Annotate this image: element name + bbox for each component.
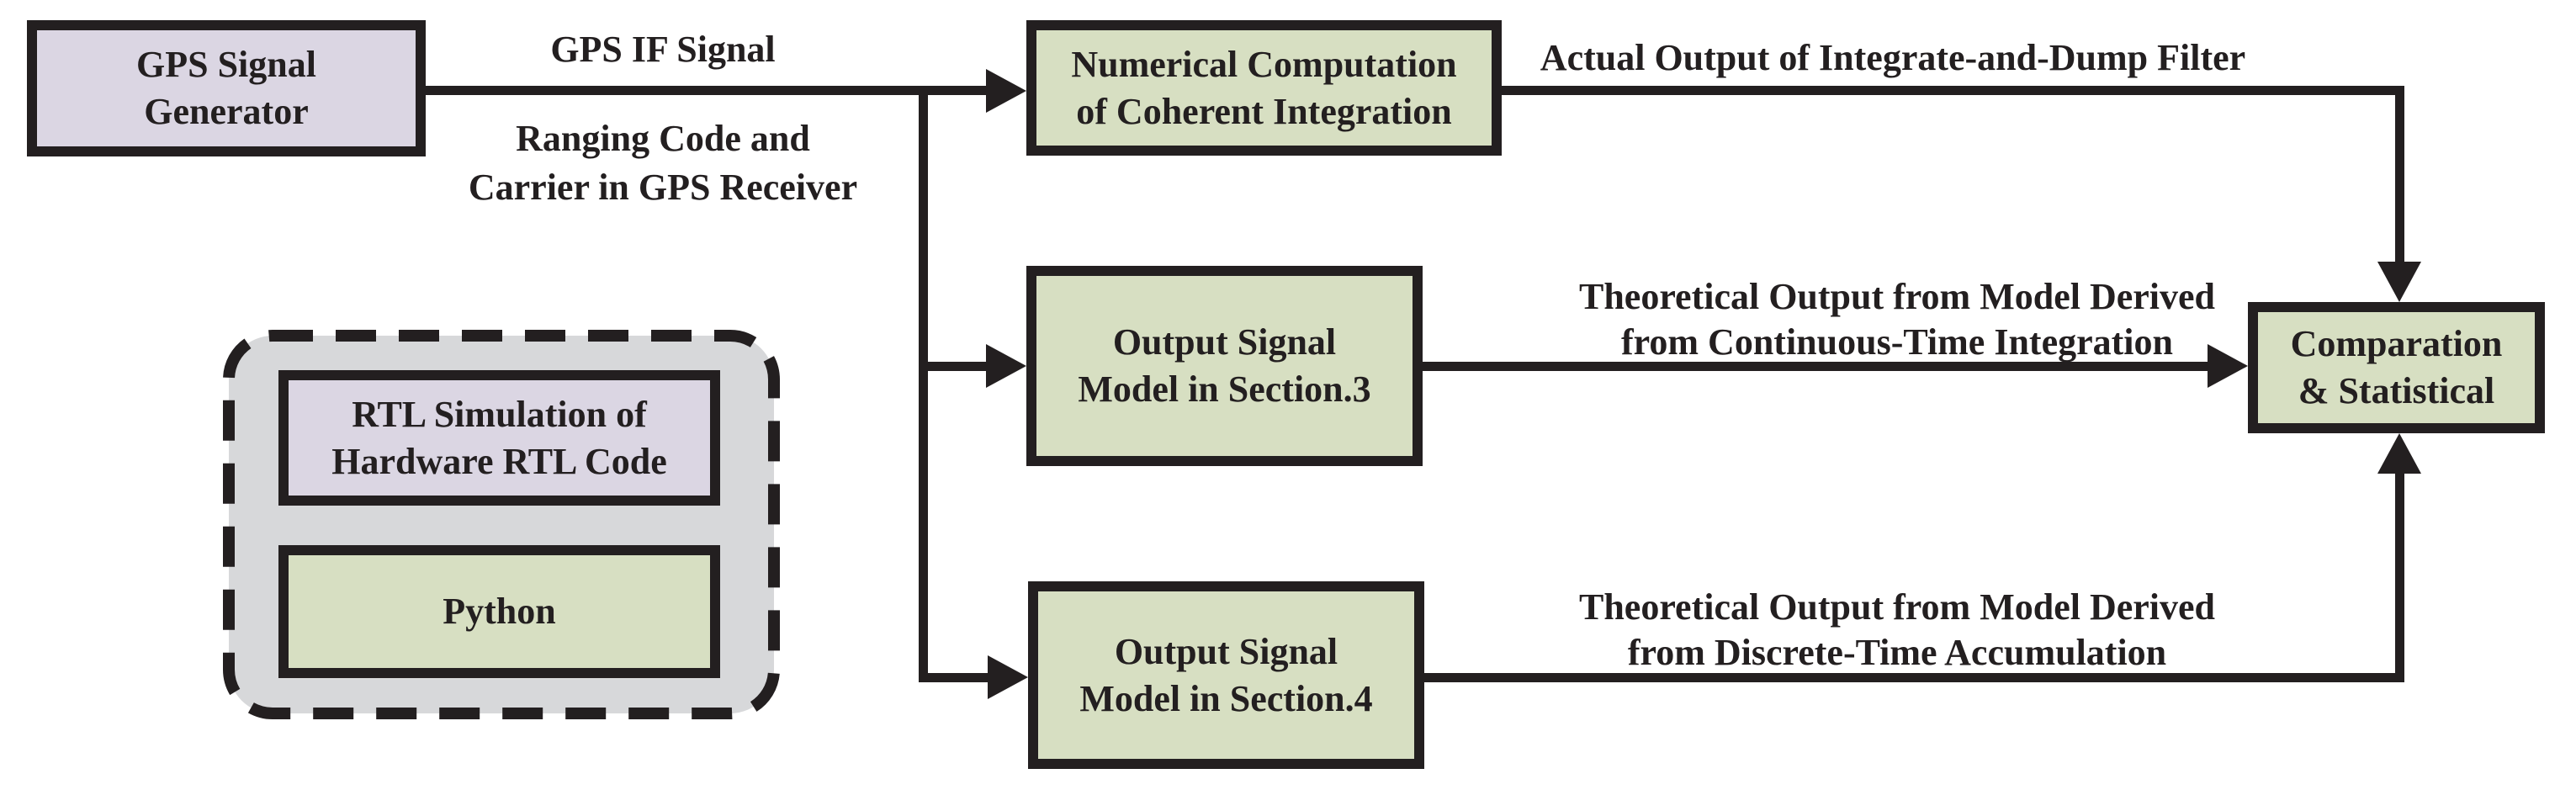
- edge-gps-to-numerical-line: [426, 86, 986, 95]
- edge-trunk-to-model4-line: [919, 673, 988, 682]
- edge-label-gps-if-signal: GPS IF Signal: [550, 29, 776, 70]
- node-label-line: Generator: [144, 91, 309, 132]
- arrowhead-into-comparison-bottom-icon: [2377, 433, 2421, 474]
- edge-numerical-to-comparison-hline: [1502, 86, 2404, 95]
- edge-trunk-line: [919, 86, 928, 682]
- node-label-line: Model in Section.4: [1079, 677, 1373, 719]
- node-output-model-section4: Output Signal Model in Section.4: [1028, 581, 1424, 769]
- node-label-line: of Coherent Integration: [1076, 90, 1452, 132]
- edge-model3-to-comparison-line: [1423, 362, 2208, 371]
- edge-label-actual-output: Actual Output of Integrate-and-Dump Filt…: [1540, 37, 2246, 78]
- node-rtl-simulation: RTL Simulation of Hardware RTL Code: [278, 370, 720, 506]
- node-label-line: GPS Signal: [136, 44, 316, 85]
- edge-label-ranging-code: Ranging Code and Carrier in GPS Receiver: [468, 118, 858, 208]
- node-label-line: Output Signal: [1114, 630, 1338, 672]
- node-output-model-section3: Output Signal Model in Section.3: [1026, 266, 1423, 466]
- node-label-line: Python: [443, 591, 556, 632]
- edge-model4-to-comparison-vline: [2395, 474, 2404, 682]
- node-label-line: Comparation: [2290, 323, 2503, 364]
- node-label-line: Output Signal: [1112, 321, 1337, 363]
- node-label-line: Hardware RTL Code: [331, 440, 667, 482]
- node-label-line: RTL Simulation of: [352, 393, 647, 435]
- arrowhead-into-model3-icon: [986, 344, 1026, 388]
- edge-label-theoretical-discrete: Theoretical Output from Model Derived fr…: [1578, 586, 2216, 673]
- arrowhead-into-model4-icon: [988, 655, 1028, 699]
- node-label-line: & Statistical: [2298, 370, 2495, 411]
- node-label-line: Model in Section.3: [1078, 368, 1371, 410]
- node-gps-signal-generator: GPS Signal Generator: [27, 20, 426, 156]
- arrowhead-into-numerical-icon: [986, 69, 1026, 113]
- node-numerical-computation: Numerical Computation of Coherent Integr…: [1026, 20, 1502, 156]
- node-python: Python: [278, 545, 720, 678]
- edge-model4-to-comparison-hline: [1424, 673, 2404, 682]
- node-label-line: Numerical Computation: [1071, 43, 1457, 85]
- edge-numerical-to-comparison-vline: [2395, 86, 2404, 262]
- arrowhead-into-comparison-top-icon: [2377, 262, 2421, 302]
- arrowhead-into-comparison-left-icon: [2208, 344, 2248, 388]
- edge-trunk-to-model3-line: [919, 362, 986, 371]
- node-comparison-statistical: Comparation & Statistical: [2248, 302, 2545, 433]
- edge-label-theoretical-continuous: Theoretical Output from Model Derived fr…: [1578, 276, 2216, 363]
